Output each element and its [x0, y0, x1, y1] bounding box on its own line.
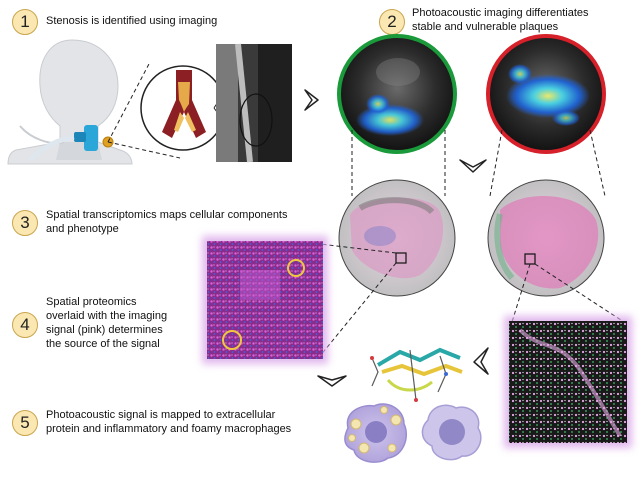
step-4-text-line2: overlaid with the imaging — [46, 310, 168, 322]
ultrasound-probe-icon — [28, 125, 114, 162]
step-4-text-line3: signal (pink) determines — [46, 324, 163, 336]
spatial-proteomics-vulnerable-panel — [504, 316, 632, 448]
step-4-text-line4: the source of the signal — [46, 338, 160, 350]
step-1-number: 1 — [12, 9, 38, 35]
molecule-structure-icon — [370, 347, 463, 402]
chevron-down-icon — [459, 159, 487, 173]
chevron-down-right-icon — [317, 375, 347, 387]
stable-plaque-histology — [338, 179, 456, 297]
step-3-number: 3 — [12, 210, 38, 236]
chevron-right-icon — [304, 89, 319, 111]
stable-plaque-ultrasound — [337, 34, 457, 154]
spatial-proteomics-stable-panel — [202, 236, 328, 364]
chevron-left-icon — [473, 347, 489, 375]
head-silhouette-icon — [7, 39, 133, 165]
step-4-number: 4 — [12, 312, 38, 338]
step-5-text-line2: protein and inflammatory and foamy macro… — [46, 423, 292, 435]
ct-scan-image — [216, 43, 292, 163]
artery-plaque-icon — [140, 65, 226, 151]
step-2-text-line1: Photoacoustic imaging differentiates — [412, 7, 589, 19]
step-5-text-line1: Photoacoustic signal is mapped to extrac… — [46, 409, 276, 421]
step-5-number: 5 — [12, 410, 38, 436]
step-3-text-line2: and phenotype — [46, 223, 119, 235]
step-2-text-line2: stable and vulnerable plaques — [412, 21, 559, 33]
vulnerable-plaque-ultrasound — [486, 34, 606, 154]
step-4-text-line1: Spatial proteomics — [46, 296, 137, 308]
step-3-text-line1: Spatial transcriptomics maps cellular co… — [46, 209, 288, 221]
foamy-macrophage-icon — [344, 403, 408, 463]
vulnerable-plaque-histology — [487, 179, 605, 297]
macrophage-icon — [421, 404, 482, 461]
step-1-text: Stenosis is identified using imaging — [46, 15, 218, 27]
